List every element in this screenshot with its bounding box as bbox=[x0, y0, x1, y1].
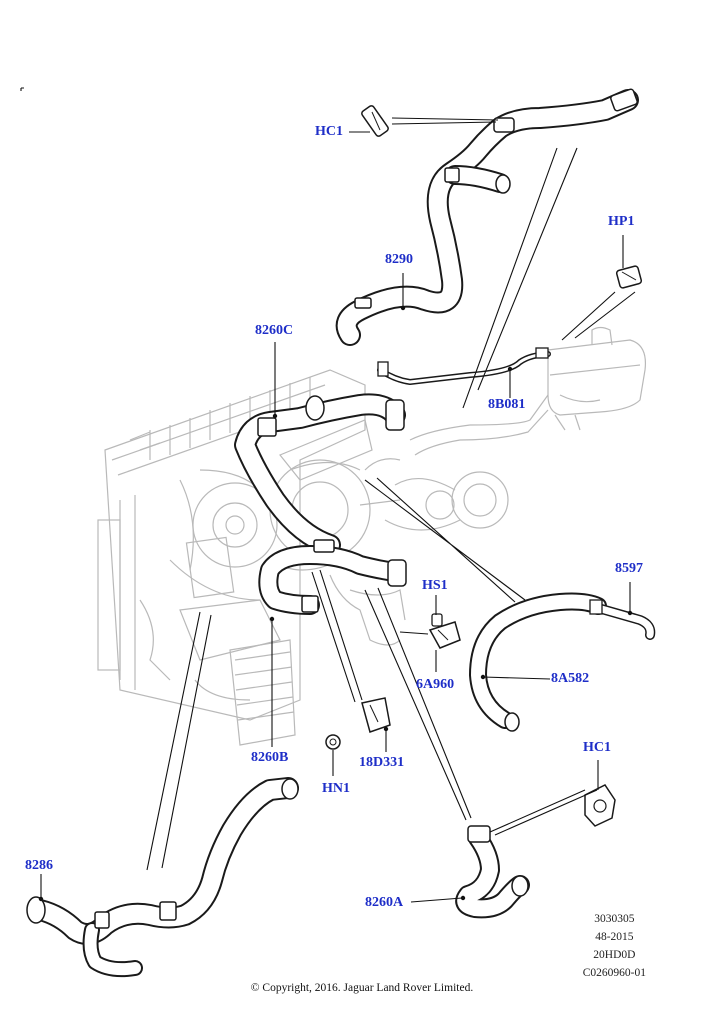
callout-hc1-bottom: HC1 bbox=[583, 740, 611, 755]
reference-block: 3030305 48-2015 20HD0D C0260960-01 bbox=[583, 910, 646, 982]
callout-8260b: 8260B bbox=[251, 750, 289, 765]
leader-lines bbox=[20, 87, 636, 903]
callout-18d331: 18D331 bbox=[359, 755, 405, 770]
hose-8597 bbox=[589, 599, 656, 640]
hose-8260a bbox=[455, 825, 530, 919]
callout-8b081: 8B081 bbox=[488, 397, 526, 412]
callout-8260c: 8260C bbox=[255, 323, 294, 338]
expansion-tank bbox=[409, 326, 647, 456]
hose-8b081 bbox=[377, 347, 551, 385]
hose-8260c bbox=[234, 393, 406, 556]
callout-hp1: HP1 bbox=[608, 214, 635, 229]
callout-8286: 8286 bbox=[25, 858, 53, 873]
copyright-notice: © Copyright, 2016. Jaguar Land Rover Lim… bbox=[250, 982, 474, 994]
hose-clip-hp1 bbox=[615, 265, 643, 289]
callout-hs1: HS1 bbox=[422, 578, 448, 593]
callout-8260a: 8260A bbox=[365, 895, 404, 910]
reference-line-2: 48-2015 bbox=[595, 931, 634, 943]
callout-6a960: 6A960 bbox=[416, 677, 455, 692]
callout-hn1: HN1 bbox=[322, 781, 350, 796]
callout-hc1-top: HC1 bbox=[315, 124, 343, 139]
hose-clip-hc1-bottom bbox=[584, 784, 616, 827]
bracket-6a960 bbox=[428, 621, 461, 649]
hose-8260b bbox=[258, 539, 407, 615]
hose-8a582 bbox=[469, 592, 607, 732]
hose-8290 bbox=[335, 88, 639, 346]
nut-hn1 bbox=[325, 734, 341, 750]
hose-clip-hs1 bbox=[431, 613, 443, 627]
callout-8597: 8597 bbox=[615, 561, 643, 576]
callout-8290: 8290 bbox=[385, 252, 413, 267]
callout-8a582: 8A582 bbox=[551, 671, 590, 686]
reference-line-4: C0260960-01 bbox=[582, 967, 646, 979]
reference-line-3: 20HD0D bbox=[593, 949, 636, 961]
hose-clip-hc1-top bbox=[361, 105, 389, 137]
thermostat-housing bbox=[329, 458, 509, 646]
hose-8286 bbox=[26, 777, 299, 978]
reference-line-1: 3030305 bbox=[594, 913, 635, 925]
sensor-18d331 bbox=[361, 697, 391, 733]
